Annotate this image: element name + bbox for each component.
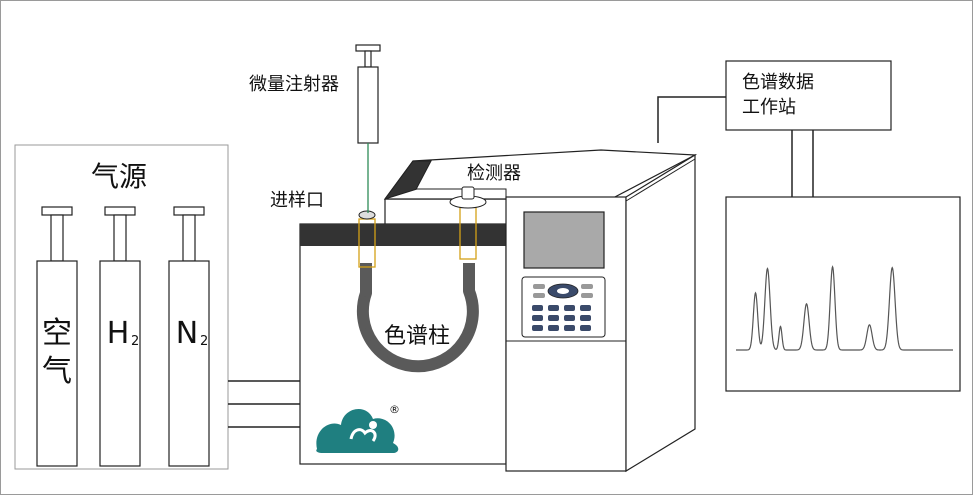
workstation-label-line2: 工作站 bbox=[742, 97, 796, 118]
registered-mark: ® bbox=[389, 403, 400, 416]
cloud-logo-icon bbox=[316, 408, 399, 453]
cylinder-n2-label: N bbox=[176, 316, 198, 351]
injection-port bbox=[358, 210, 376, 268]
gas-lines bbox=[228, 380, 300, 428]
gas-source-title: 气源 bbox=[91, 160, 147, 193]
data-workstation: 色谱数据 工作站 bbox=[657, 60, 961, 392]
detector-label: 检测器 bbox=[467, 163, 521, 184]
chromatogram-monitor bbox=[725, 196, 961, 392]
instrument-screen bbox=[523, 211, 605, 269]
workstation-label-line1: 色谱数据 bbox=[742, 72, 814, 93]
micro-syringe bbox=[355, 44, 381, 213]
instrument-keypad bbox=[521, 276, 606, 338]
gc-instrument: 色谱柱 ® bbox=[299, 149, 698, 473]
cylinder-air-label-2: 气 bbox=[42, 354, 72, 389]
syringe-label: 微量注射器 bbox=[249, 74, 339, 95]
cylinder-n2: N 2 bbox=[168, 206, 210, 467]
column-label: 色谱柱 bbox=[384, 324, 450, 349]
cylinder-air-label-1: 空 bbox=[42, 316, 72, 351]
top-band bbox=[300, 224, 506, 246]
cylinder-h2-label: H bbox=[107, 316, 130, 351]
cylinder-h2: H 2 bbox=[99, 206, 141, 467]
cylinder-air: 空 气 bbox=[36, 206, 78, 467]
chromatogram-trace bbox=[736, 265, 953, 351]
column-coil bbox=[356, 263, 479, 373]
detector bbox=[449, 186, 487, 260]
cylinder-n2-subscript: 2 bbox=[200, 334, 208, 349]
cylinder-h2-subscript: 2 bbox=[131, 334, 139, 349]
injection-port-label: 进样口 bbox=[270, 190, 324, 211]
